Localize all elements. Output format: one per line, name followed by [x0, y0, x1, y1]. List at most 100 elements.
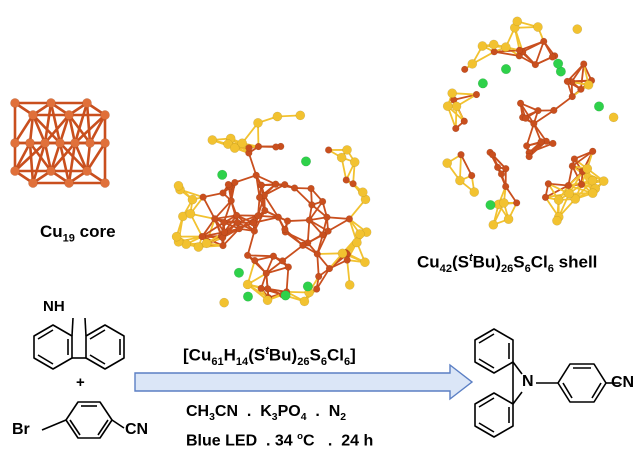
- atom: [313, 285, 321, 293]
- bond: [327, 218, 351, 232]
- bond: [58, 113, 71, 145]
- bond: [255, 174, 277, 186]
- atom: [264, 285, 272, 293]
- atom: [70, 138, 80, 148]
- atom: [305, 216, 314, 224]
- atom: [217, 169, 228, 180]
- formula-part: ]: [350, 345, 356, 365]
- atom: [219, 241, 227, 250]
- atom: [278, 257, 287, 265]
- atom: [220, 228, 229, 236]
- bond: [85, 101, 92, 145]
- atom: [254, 142, 263, 151]
- formula-part: 2: [340, 412, 347, 424]
- bond: [28, 113, 35, 145]
- atom: [548, 53, 557, 61]
- atom: [193, 242, 204, 252]
- atom: [460, 117, 468, 125]
- atom: [461, 65, 469, 74]
- bond: [263, 194, 280, 219]
- atom: [257, 181, 266, 189]
- atom: [100, 138, 110, 148]
- bond: [43, 141, 53, 173]
- atom: [502, 165, 510, 173]
- formula-part: [Cu: [183, 345, 212, 365]
- atom: [274, 213, 282, 221]
- formula-part: shell: [553, 252, 598, 272]
- bond: [579, 63, 585, 91]
- atom: [336, 152, 347, 163]
- atom: [249, 219, 257, 227]
- atom: [577, 85, 585, 93]
- atom: [608, 112, 619, 123]
- atom: [485, 199, 496, 211]
- atom: [254, 212, 262, 220]
- formula-part: Cl: [530, 252, 548, 272]
- atom: [187, 194, 198, 205]
- atom: [46, 166, 56, 176]
- bond: [265, 266, 290, 275]
- atom: [281, 180, 289, 189]
- atom: [455, 175, 465, 186]
- product-structure: [474, 328, 620, 438]
- atom: [100, 110, 110, 120]
- bond: [73, 101, 89, 145]
- atom: [253, 117, 263, 128]
- bond: [73, 141, 89, 173]
- atom: [531, 60, 540, 69]
- formula-part: Bu): [268, 345, 298, 365]
- atom: [534, 106, 542, 115]
- atom: [245, 144, 253, 152]
- atom: [211, 215, 219, 223]
- atom: [173, 180, 184, 191]
- atom: [269, 252, 278, 260]
- bromo-label: Br: [12, 421, 30, 438]
- atom: [262, 269, 270, 278]
- atom: [28, 110, 38, 120]
- bond: [519, 102, 535, 125]
- atom: [587, 188, 598, 199]
- atom: [307, 184, 315, 193]
- formula-part: 6: [547, 263, 554, 276]
- atom: [325, 264, 334, 273]
- atom: [530, 120, 538, 128]
- atom: [523, 142, 531, 150]
- atom: [233, 218, 241, 227]
- atom: [468, 171, 476, 180]
- atom: [525, 152, 533, 161]
- bond: [43, 101, 53, 145]
- atom: [219, 297, 230, 308]
- atom: [324, 227, 332, 235]
- atom: [544, 180, 552, 188]
- atom: [493, 163, 502, 171]
- formula-part: 4: [300, 412, 307, 424]
- formula-part: 3: [271, 412, 278, 424]
- atom: [224, 180, 233, 189]
- atom: [488, 219, 499, 230]
- bond: [571, 165, 583, 186]
- bond: [67, 113, 77, 145]
- bond: [571, 150, 594, 167]
- bond: [31, 113, 47, 145]
- atom: [171, 231, 182, 242]
- catalyst-formula: [Cu61H14(StBu)26S6Cl6]: [183, 345, 356, 368]
- atom: [564, 188, 575, 199]
- cu19-core-cluster: [10, 98, 110, 188]
- bond: [13, 141, 47, 173]
- atom: [201, 238, 212, 249]
- bond: [246, 254, 275, 258]
- shell-label: Cu42(StBu)26S6Cl6 shell: [417, 252, 597, 275]
- atom: [315, 272, 323, 281]
- atom: [199, 193, 207, 201]
- atom: [580, 60, 588, 68]
- formula-part: S: [513, 252, 525, 272]
- bond: [534, 40, 545, 66]
- atom: [318, 197, 327, 206]
- atom: [324, 146, 333, 154]
- atom: [290, 184, 299, 192]
- atom: [488, 39, 499, 50]
- atom: [10, 98, 20, 108]
- atom: [82, 166, 92, 176]
- atom: [219, 189, 227, 197]
- formula-part: 3: [209, 412, 215, 424]
